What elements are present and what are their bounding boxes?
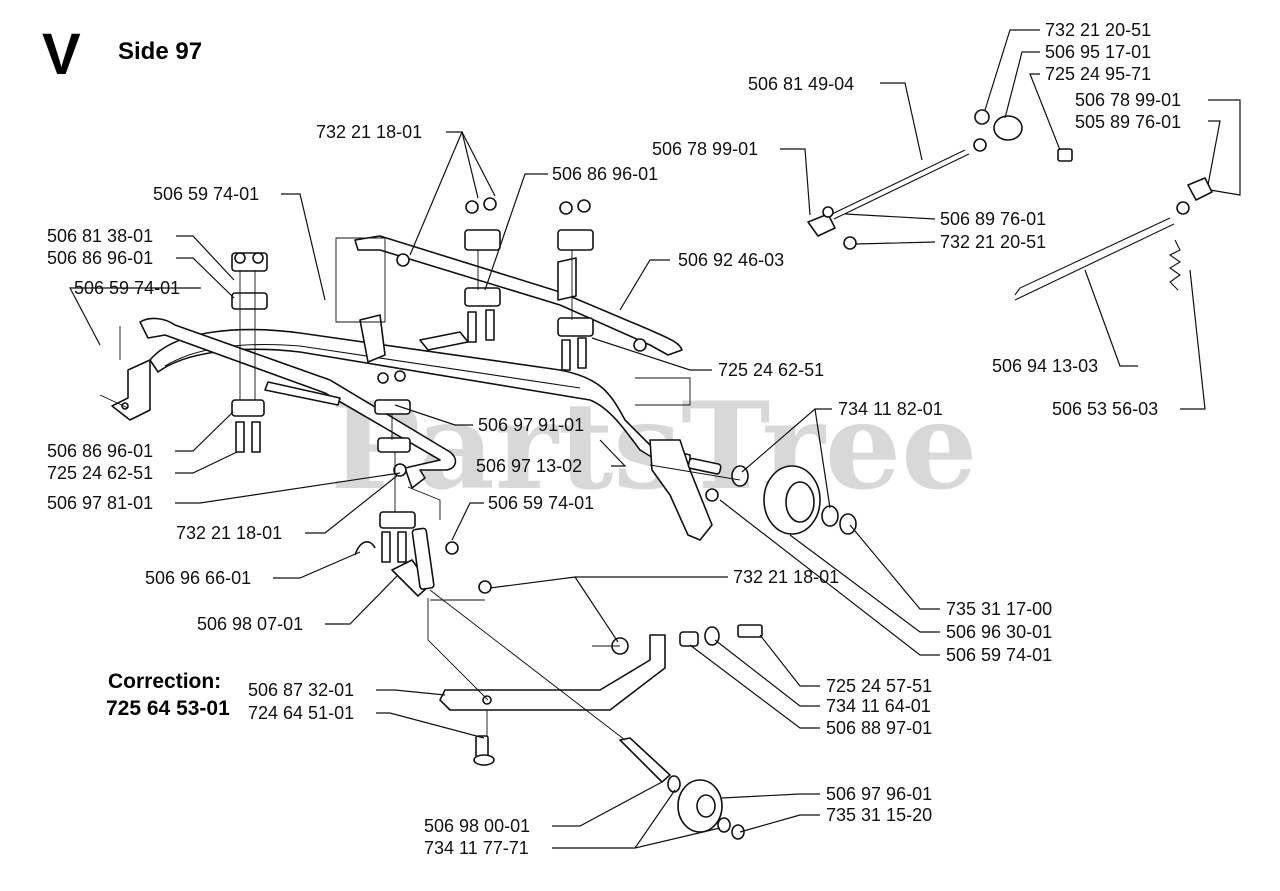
part-label: 506 81 38-01 [47,226,153,246]
part-label: 505 89 76-01 [1075,112,1181,132]
part-label: 506 86 96-01 [47,441,153,461]
part-labels: 732 21 20-51 506 95 17-01 725 24 95-71 5… [47,20,1181,858]
part-label: 724 64 51-01 [248,703,354,723]
part-label: 732 21 18-01 [316,122,422,142]
part-label: 506 86 96-01 [552,164,658,184]
rear-caster [619,737,745,840]
part-label: 732 21 20-51 [940,232,1046,252]
part-label: 506 86 96-01 [47,248,153,268]
section-letter: V [42,22,81,87]
leader-lines [69,29,1241,849]
part-label: 506 96 30-01 [946,622,1052,642]
part-label: 506 78 99-01 [1075,90,1181,110]
part-label: 506 97 13-02 [476,456,582,476]
part-label: 725 24 57-51 [826,676,932,696]
lower-linkage [354,527,763,766]
part-label: 506 78 99-01 [652,139,758,159]
part-label: 734 11 77-71 [424,838,529,858]
part-label: 506 97 81-01 [47,493,153,513]
upper-rail [354,235,683,356]
part-label: 506 92 46-03 [678,250,784,270]
part-label: 506 88 97-01 [826,718,932,738]
part-label: 725 24 95-71 [1045,64,1151,84]
main-wheel [731,465,857,535]
cable-assembly [807,109,1213,301]
part-label: 506 81 49-04 [748,74,854,94]
part-label: 735 31 17-00 [946,599,1052,619]
part-label: 506 59 74-01 [946,645,1052,665]
part-label: 735 31 15-20 [826,805,932,825]
part-label: 506 98 00-01 [424,816,530,836]
part-label: 732 21 18-01 [176,523,282,543]
part-label: 506 53 56-03 [1052,399,1158,419]
part-label: 506 97 96-01 [826,784,932,804]
part-label: 506 97 91-01 [478,415,584,435]
part-label: 732 21 20-51 [1045,20,1151,40]
wheel-bracket [649,439,722,541]
part-label: 506 94 13-03 [992,356,1098,376]
part-label: 506 87 32-01 [248,680,354,700]
correction-title: Correction: [108,670,222,693]
correction-part-number: 725 64 53-01 [106,697,230,720]
part-label: 506 89 76-01 [940,209,1046,229]
part-label: 506 59 74-01 [74,278,180,298]
part-label: 506 59 74-01 [153,184,259,204]
part-label: 725 24 62-51 [718,360,824,380]
construction-lines [99,237,741,741]
part-label: 734 11 64-01 [826,696,931,716]
part-label: 506 95 17-01 [1045,42,1151,62]
part-label: 506 98 07-01 [197,614,303,634]
part-label: 732 21 18-01 [733,567,839,587]
clamp-stacks [231,197,594,563]
part-label: 506 59 74-01 [488,493,594,513]
page-label: Side 97 [118,38,203,65]
part-label: 506 96 66-01 [145,568,251,588]
part-label: 734 11 82-01 [838,399,943,419]
part-label: 725 24 62-51 [47,463,153,483]
